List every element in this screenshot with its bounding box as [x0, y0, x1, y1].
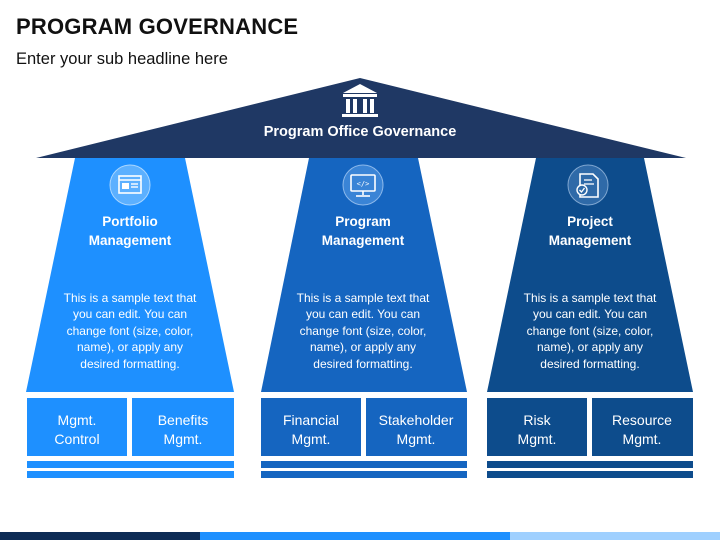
bottom-strip-mid [200, 532, 510, 540]
tile-financial-mgmt: Financial Mgmt. [282, 412, 340, 447]
browser-window-icon [109, 164, 151, 206]
tile-benefits-mgmt: Benefits Mgmt. [157, 412, 209, 447]
bank-building-icon [342, 84, 378, 117]
project-description: This is a sample text that you can edit.… [523, 291, 657, 371]
svg-text:</>: </> [357, 180, 370, 188]
tile-mgmt-control: Mgmt. Control [54, 412, 100, 447]
pillar-portfolio [26, 158, 234, 392]
tile-resource-mgmt: Resource Mgmt. [612, 412, 672, 447]
program-description: This is a sample text that you can edit.… [296, 291, 430, 371]
tile-stakeholder-mgmt: Stakeholder Mgmt. [378, 412, 454, 447]
program-heading: Program Management [321, 214, 405, 248]
bottom-strip-dark [0, 532, 200, 540]
pillar-project [487, 158, 693, 392]
slide-title: PROGRAM GOVERNANCE [16, 14, 299, 39]
tiles-program [261, 398, 467, 478]
slide-subtitle: Enter your sub headline here [16, 50, 228, 68]
pillar-program [261, 158, 467, 392]
tile-risk-mgmt: Risk Mgmt. [517, 412, 557, 447]
roof-label: Program Office Governance [263, 124, 457, 140]
checklist-document-icon [567, 164, 609, 206]
portfolio-description: This is a sample text that you can edit.… [63, 291, 197, 371]
roof-shape [36, 78, 686, 158]
tiles-project [487, 398, 693, 478]
code-monitor-icon: </> [342, 164, 384, 206]
bottom-strip-light [510, 532, 720, 540]
portfolio-heading: Portfolio Management [88, 214, 172, 248]
tiles-portfolio [27, 398, 234, 478]
project-heading: Project Management [548, 214, 632, 248]
